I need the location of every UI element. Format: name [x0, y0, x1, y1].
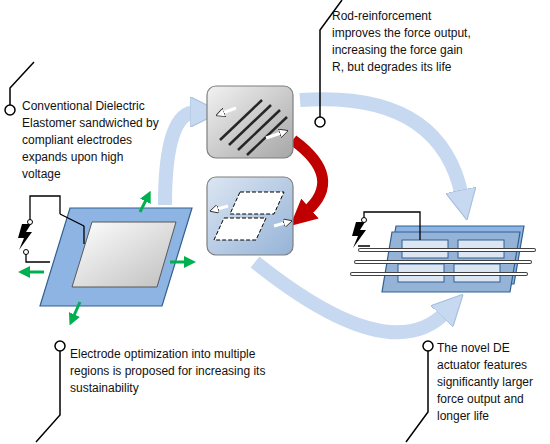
callout-text: Conventional Dielectric Elastomer sandwi… — [22, 98, 160, 183]
conventional-de — [18, 196, 192, 320]
lightning-bolt — [18, 224, 32, 250]
novel-actuator — [352, 212, 534, 292]
lightning-bolt — [352, 222, 366, 248]
flow-arrow — [165, 112, 196, 205]
callout-text: The novel DE actuator features significa… — [437, 340, 544, 425]
red-arrow — [293, 140, 323, 212]
electrode-box — [207, 177, 293, 255]
rod-box — [207, 86, 293, 158]
callout-text: Rod-reinforcement improves the force out… — [332, 8, 472, 76]
callout-text: Electrode optimization into multiple reg… — [70, 346, 268, 397]
